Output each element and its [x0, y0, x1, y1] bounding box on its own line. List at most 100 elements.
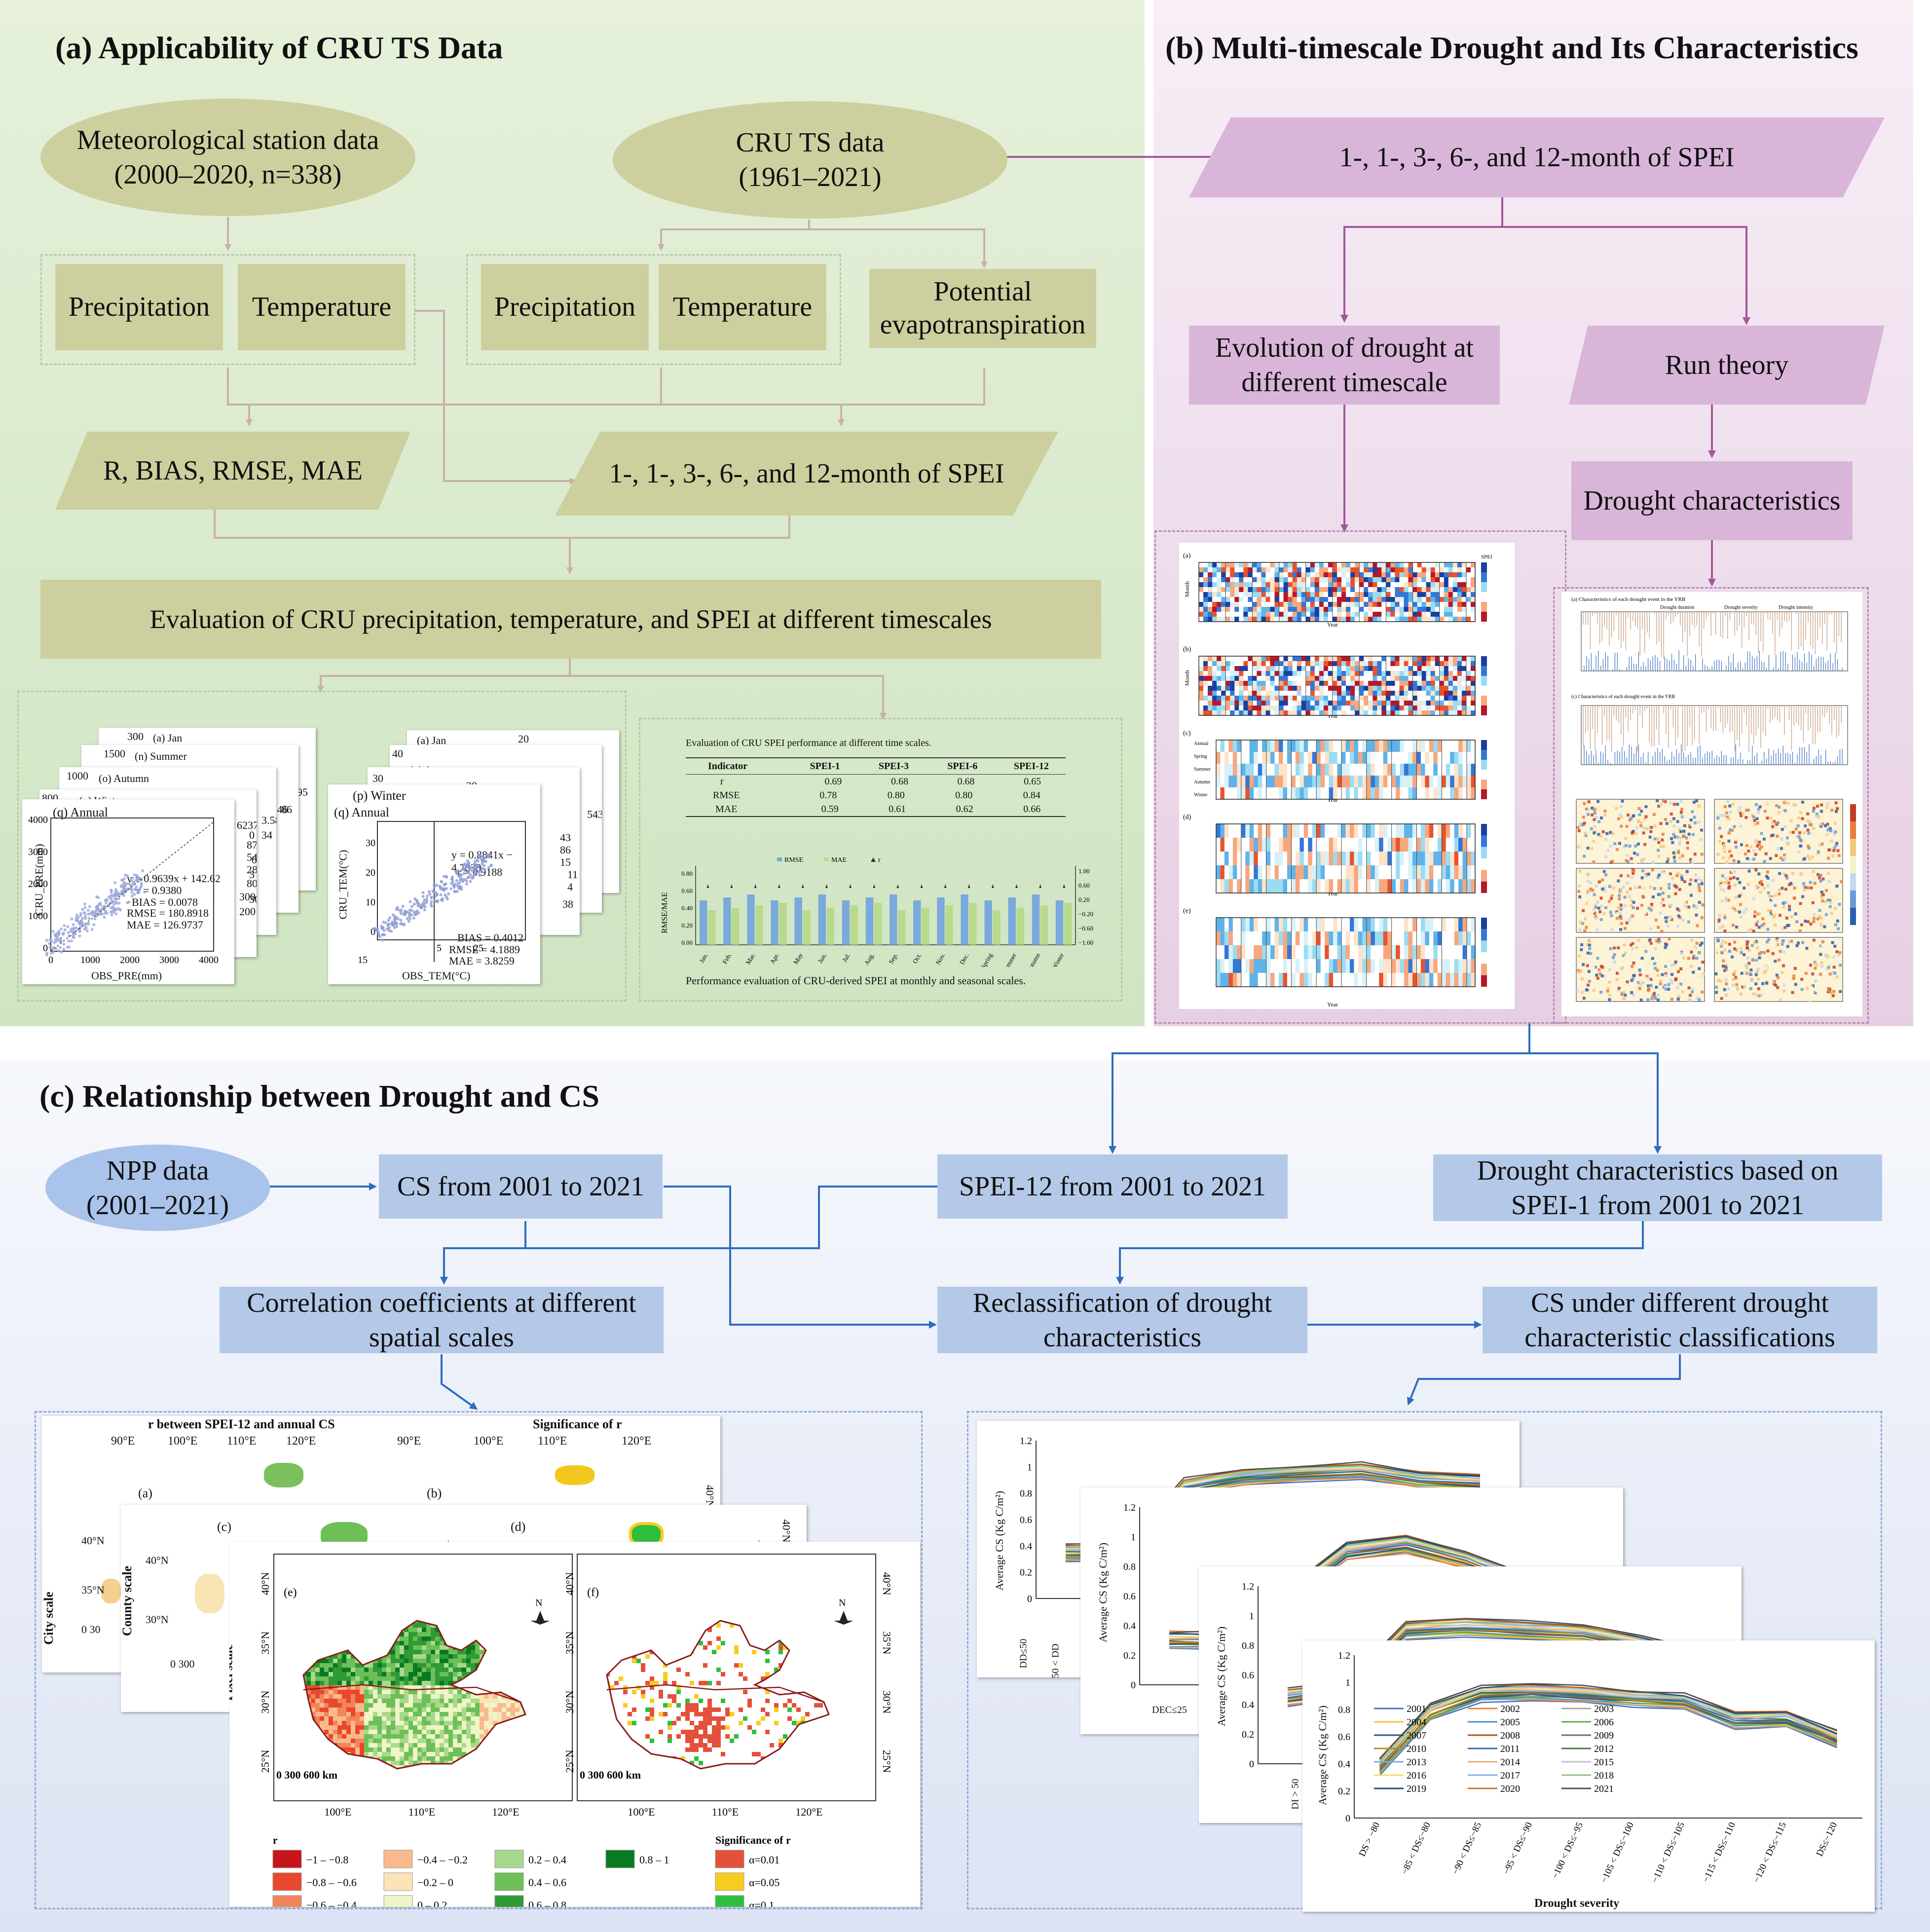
run-map-pixel	[1590, 827, 1593, 830]
run-map-pixel	[1620, 816, 1623, 818]
heatmap-cell	[1254, 824, 1258, 838]
heatmap-cell	[1312, 787, 1317, 800]
heatmap-cell	[1381, 691, 1386, 696]
heatmap-cell	[1232, 824, 1237, 838]
run-map-pixel	[1788, 831, 1792, 834]
heatmap-cell	[1333, 612, 1337, 617]
heatmap-cell	[1279, 879, 1283, 893]
run-map-pixel	[1719, 926, 1722, 929]
heatmap-cell	[1426, 577, 1431, 583]
heatmap-cell	[1221, 567, 1226, 573]
heatmap-cell	[1261, 582, 1266, 588]
heatmap-cell	[1283, 562, 1288, 568]
heatmap-cell	[1305, 597, 1311, 602]
heatmap-cell	[1230, 666, 1235, 671]
heatmap-cell	[1416, 918, 1421, 932]
heatmap-cell	[1439, 661, 1444, 667]
heatmap-cell	[1310, 710, 1315, 716]
heatmap-cell	[1345, 824, 1350, 838]
run-map-pixel	[1766, 882, 1769, 885]
heatmap-cell	[1426, 681, 1431, 686]
legend-rmse: RMSE	[784, 856, 803, 864]
run-map-pixel	[1791, 883, 1794, 886]
heatmap-cell	[1429, 918, 1434, 932]
heatmap-cell	[1305, 671, 1311, 676]
heatmap-cell	[1442, 752, 1447, 764]
heatmap-cell	[1371, 764, 1375, 776]
run-map-pixel	[1676, 820, 1679, 823]
run-map-pixel	[1633, 809, 1637, 812]
heatmap-cell	[1217, 572, 1222, 578]
heatmap-cell	[1230, 572, 1235, 578]
run-map-pixel	[1583, 821, 1586, 825]
run-map-pixel	[1664, 965, 1668, 968]
heatmap-cell	[1203, 696, 1208, 701]
tem-side-num-9: 4	[567, 881, 573, 893]
heatmap-cell	[1248, 671, 1253, 676]
run-map-pixel	[1776, 986, 1780, 989]
run-map-pixel	[1744, 940, 1747, 943]
scatter-point	[414, 911, 417, 914]
heatmap-cell	[1416, 959, 1421, 973]
heatmap-cell	[1291, 931, 1296, 946]
heatmap-cell	[1452, 612, 1458, 617]
run-map-pixel	[1698, 951, 1701, 954]
heatmap-cell	[1442, 824, 1447, 838]
heatmap-cell	[1346, 681, 1351, 686]
heatmap-cell	[1220, 931, 1225, 946]
pre-side-num-4: 3.582	[261, 814, 276, 826]
heatmap-cell	[1404, 587, 1409, 593]
heatmap-cell	[1457, 676, 1462, 681]
run-map-pixel	[1616, 911, 1619, 915]
heatmap-cell	[1243, 592, 1248, 597]
heatmap-cell	[1404, 696, 1409, 701]
heatmap-cell	[1257, 706, 1262, 711]
heatmap-cell	[1239, 567, 1244, 573]
heatmap-cell	[1364, 666, 1369, 671]
heatmap-cell	[1359, 582, 1364, 588]
heatmap-cell	[1448, 607, 1453, 612]
heatmap-cell	[1404, 776, 1409, 788]
heatmap-cell	[1430, 587, 1435, 593]
run-map-pixel	[1808, 898, 1811, 901]
run-map-pixel	[1830, 976, 1833, 979]
scatter-point	[381, 938, 384, 942]
run-map-pixel	[1638, 987, 1641, 990]
heatmap-cell	[1421, 562, 1426, 568]
heatmap-cell	[1362, 740, 1367, 752]
run-map-pixel	[1688, 883, 1692, 886]
run-map-pixel	[1602, 870, 1606, 873]
heatmap-cell	[1446, 945, 1450, 960]
heatmap-cell	[1383, 740, 1388, 752]
run-map-pixel	[1820, 842, 1824, 846]
run-map-pixel	[1651, 868, 1654, 872]
scatter-point	[78, 934, 81, 938]
heatmap-cell	[1283, 710, 1288, 716]
run-map-pixel	[1766, 884, 1770, 888]
heatmap-cell	[1305, 676, 1311, 681]
heatmap-cell	[1417, 617, 1422, 622]
heatmap-cell	[1274, 661, 1279, 667]
run-map-pixel	[1787, 924, 1790, 927]
heatmap-cell	[1203, 666, 1208, 671]
heatmap-cell	[1426, 701, 1431, 706]
table-cell: 0.80	[955, 789, 973, 801]
heatmap-cell	[1446, 959, 1450, 973]
run-map-pixel	[1804, 824, 1807, 828]
run-map-pixel	[1618, 842, 1621, 845]
run-map-pixel	[1680, 952, 1683, 955]
heatmap-cell	[1346, 582, 1351, 588]
heatmap-cell	[1323, 612, 1329, 617]
heatmap-cell	[1301, 592, 1306, 597]
heatmap-cell	[1208, 592, 1213, 597]
heatmap-cell	[1364, 612, 1369, 617]
run-map-pixel	[1606, 989, 1609, 993]
run-map-pixel	[1801, 895, 1805, 898]
marker-r	[801, 884, 804, 888]
heatmap-cell	[1386, 602, 1391, 607]
scatter-point	[90, 912, 94, 915]
scatter-point	[66, 925, 70, 929]
heatmap-cell	[1362, 776, 1367, 788]
bar-left-tick: 0.00	[681, 939, 693, 946]
scatter-point	[449, 882, 453, 885]
